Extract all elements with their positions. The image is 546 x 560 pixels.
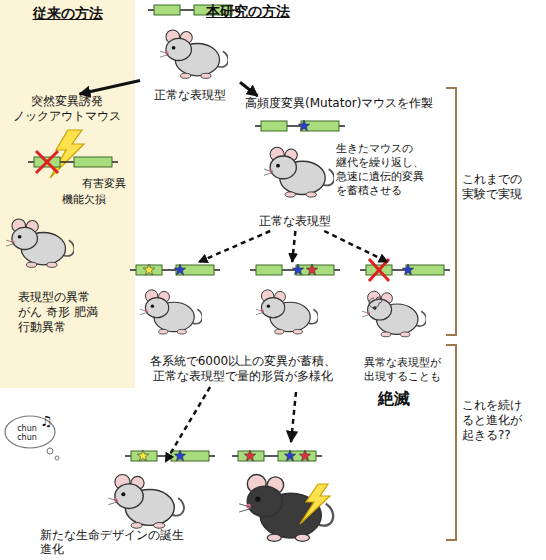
node-text: 新たな生命デザインの誕生 進化 (40, 528, 200, 556)
node-text: 絶滅 (378, 390, 410, 408)
section-heading: 本研究の方法 (206, 4, 290, 19)
mutation-star (306, 264, 317, 275)
flow-arrow (80, 80, 140, 94)
bracket (446, 345, 456, 540)
flow-arrow (292, 231, 295, 262)
speech-bubble (55, 456, 59, 460)
mouse-figure (239, 475, 333, 542)
mouse-figure (160, 30, 228, 78)
knockout-cross (369, 259, 389, 281)
process-note: 生きたマウスの 継代を繰り返し、 急速に遺伝的変異 を蓄積させる (336, 142, 434, 198)
mutation-star (298, 120, 309, 131)
mutation-star (143, 264, 154, 275)
bracket-note: これまでの 実験で実現 (462, 172, 540, 202)
node-text: 正常な表現型 (259, 214, 331, 229)
gene-bar (255, 121, 345, 131)
mutation-star (292, 264, 303, 275)
mouse-figure (140, 290, 202, 334)
flow-arrow (199, 231, 271, 262)
mutation-star (174, 450, 185, 461)
dashed-arrow (291, 392, 296, 442)
mutation-note: 有害変異 (82, 176, 126, 191)
mouse-figure (6, 219, 74, 267)
mutation-note: 機能欠損 (62, 192, 106, 207)
mouse-figure (264, 147, 334, 197)
flow-arrow (165, 387, 210, 462)
mutation-star (244, 450, 255, 461)
speech-bubble (47, 448, 53, 454)
gene-bar (250, 265, 340, 275)
mouse-figure (256, 290, 318, 334)
flow-arrow (240, 82, 258, 96)
mouse-figure (108, 474, 184, 528)
knockout-cross (36, 151, 58, 173)
mutation-star (402, 264, 413, 275)
gene-bar (232, 451, 322, 461)
lightning-symbol (300, 484, 330, 524)
mutation-star (174, 264, 185, 275)
gene-bar (360, 265, 450, 275)
bracket (446, 88, 456, 335)
mutation-star (137, 450, 148, 461)
node-text: 高頻度変異(Mutator)マウスを作製 (245, 96, 433, 111)
node-text: 突然変異誘発 ノックアウトマウス (4, 94, 130, 124)
gene-bar (125, 451, 215, 461)
flow-arrow (324, 231, 388, 262)
node-text: 従来の方法 (0, 6, 135, 21)
sound-text: chun chun (14, 424, 40, 442)
node-text: 正常な表現型 (142, 88, 238, 103)
music-note: ♫ (40, 413, 53, 429)
bracket-note: これを続け ると進化が 起きる?? (462, 398, 540, 443)
gene-bar (130, 265, 220, 275)
node-text: 表現型の異常 がん 奇形 肥満 行動異常 (18, 290, 110, 335)
mutation-star (284, 450, 295, 461)
dizzy-swirl (369, 297, 382, 308)
node-text: 各系統で6000以上の変異が蓄積、 正常な表現型で量的形質が多様化 (132, 354, 354, 384)
mouse-figure (362, 291, 426, 337)
node-text: 異常な表現型が 出現することも (364, 356, 454, 384)
mutation-star (299, 450, 310, 461)
